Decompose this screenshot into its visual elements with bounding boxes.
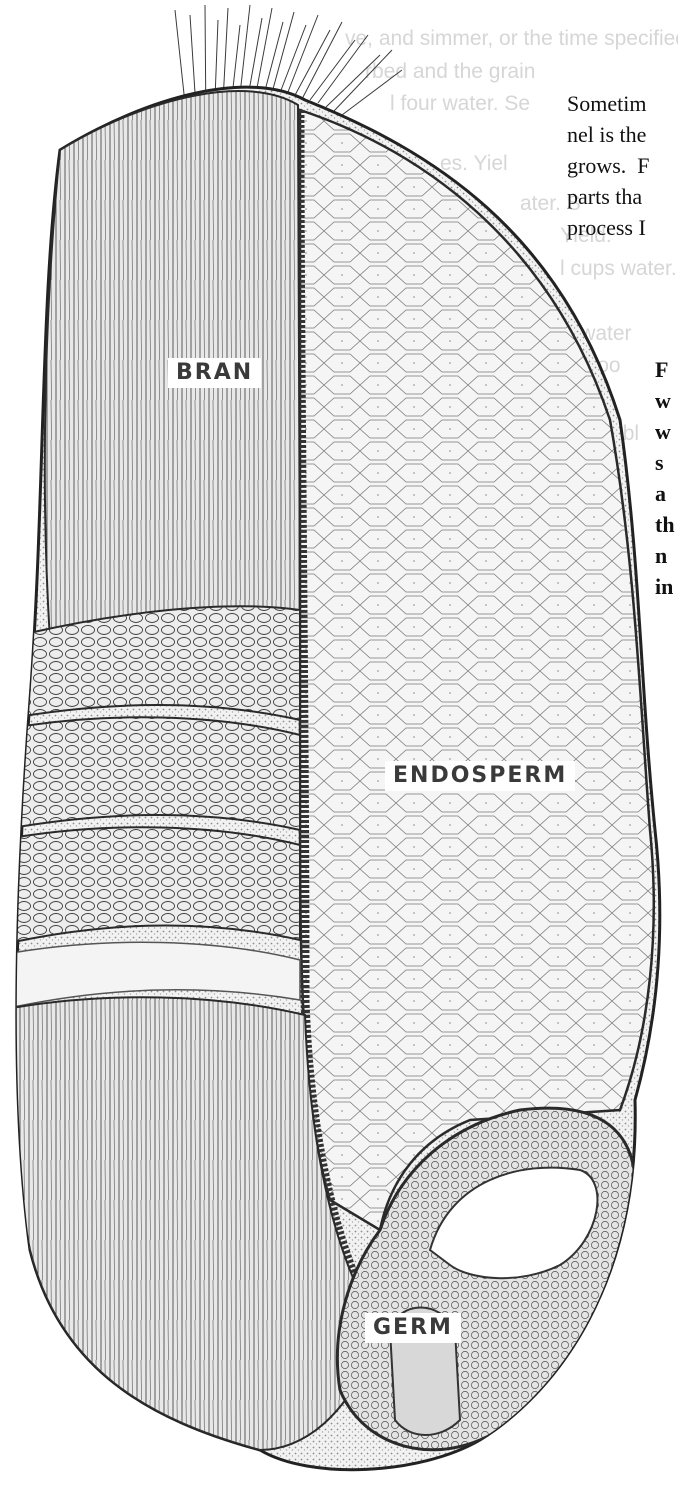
- bran-scale-layer-2: [0, 717, 300, 830]
- bleed-line: Sometim: [567, 88, 650, 119]
- bleed-line: parts tha: [567, 181, 650, 212]
- bleed-line: process I: [567, 212, 650, 243]
- label-germ: GERM: [365, 1313, 461, 1343]
- bleed-line: w: [655, 385, 675, 416]
- svg-text:l cups water.: l cups water.: [560, 257, 677, 280]
- bleed-line: a: [655, 478, 675, 509]
- bleed-text-mid: F w w s a th n in: [655, 354, 675, 602]
- label-endosperm: ENDOSPERM: [385, 761, 575, 791]
- svg-text:l four water. Se: l four water. Se: [390, 92, 530, 115]
- svg-text:es. Yiel: es. Yiel: [440, 152, 508, 175]
- bleed-line: n: [655, 540, 675, 571]
- svg-text:rbed and the grain: rbed and the grain: [365, 60, 535, 83]
- bleed-line: nel is the: [567, 119, 650, 150]
- bleed-line: th: [655, 509, 675, 540]
- svg-text:ve, and simmer, or the time sp: ve, and simmer, or the time specified: [345, 27, 678, 50]
- bleed-line: in: [655, 571, 675, 602]
- bleed-line: w: [655, 416, 675, 447]
- bleed-line: F: [655, 354, 675, 385]
- label-bran: BRAN: [168, 358, 261, 388]
- bleed-line: grows. F: [567, 150, 650, 181]
- bleed-line: s: [655, 447, 675, 478]
- bleed-text-top: Sometim nel is the grows. F parts tha pr…: [567, 88, 650, 243]
